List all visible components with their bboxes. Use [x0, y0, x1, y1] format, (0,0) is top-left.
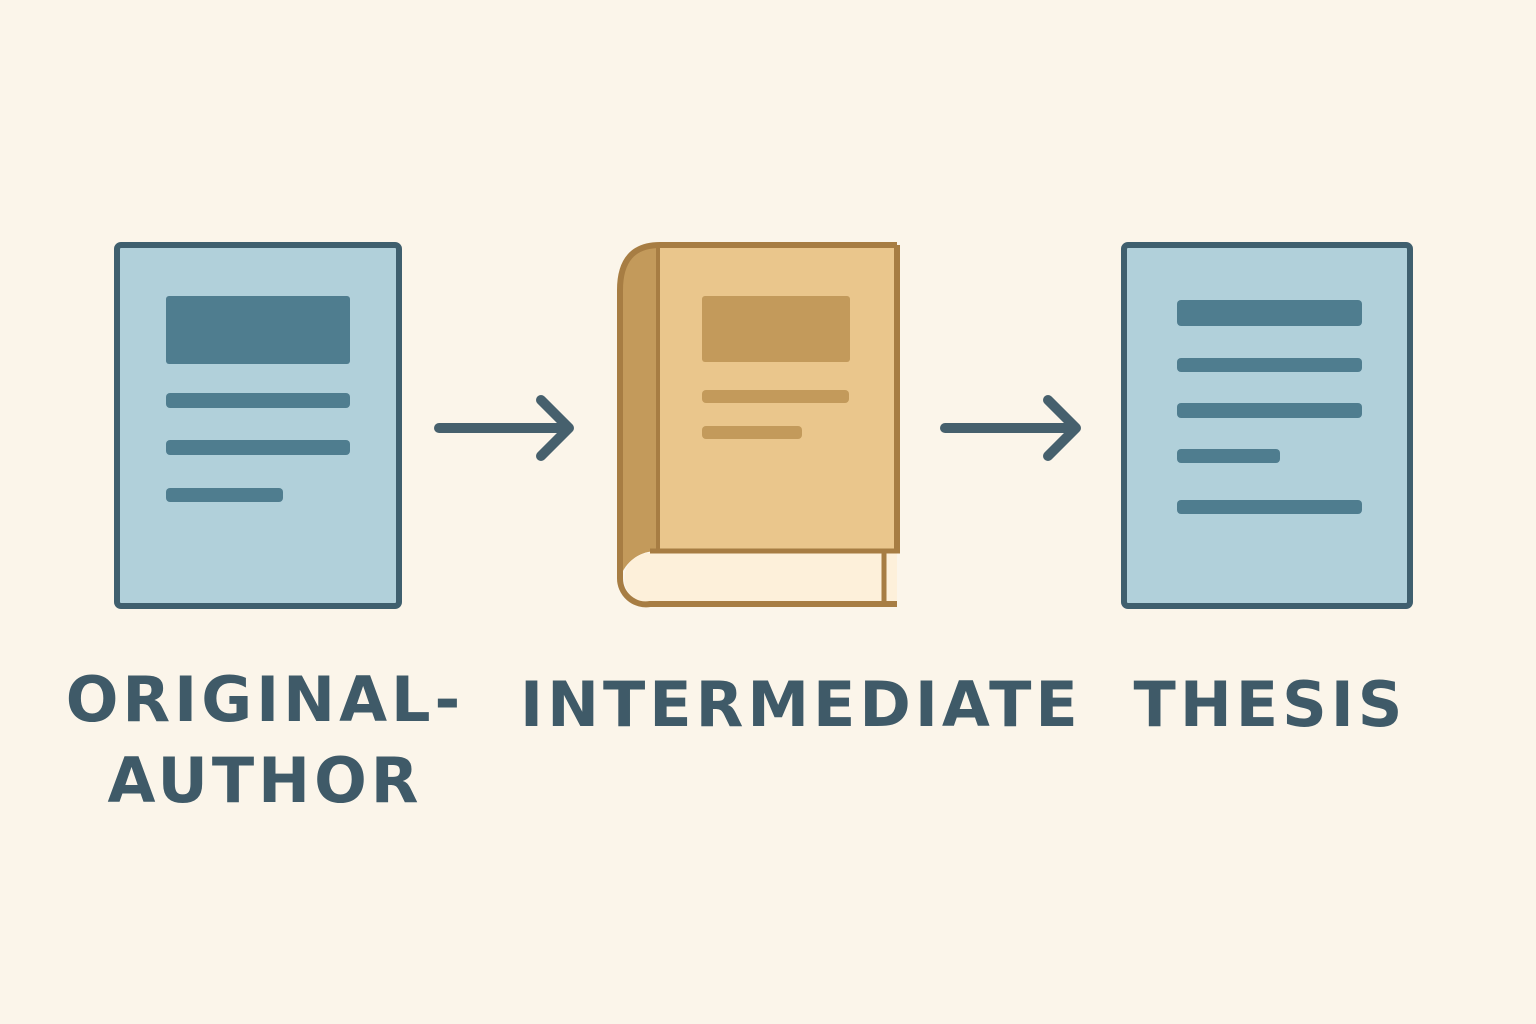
arrow-head: [536, 395, 574, 461]
intermediate-book-icon: [616, 242, 900, 608]
label-line: AUTHOR: [107, 743, 423, 817]
original-author-document-icon: [114, 242, 402, 609]
arrow-original-to-intermediate: [434, 395, 574, 461]
node-label-thesis: THESIS: [1110, 665, 1430, 746]
thesis-document-icon: [1121, 242, 1413, 609]
document-text-line: [166, 393, 350, 408]
book-text-line: [702, 426, 802, 439]
book-cover: [620, 245, 897, 578]
label-line: THESIS: [1133, 668, 1407, 741]
arrow-head: [1043, 395, 1081, 461]
document-text-line: [166, 488, 283, 502]
label-line: INTERMEDIATE: [520, 668, 1082, 741]
document-text-line: [166, 440, 350, 455]
arrow-intermediate-to-thesis: [940, 395, 1081, 461]
document-text-line: [1177, 500, 1362, 514]
book-title-block: [702, 296, 850, 362]
document-text-line: [1177, 300, 1362, 326]
label-line: ORIGINAL-: [65, 663, 465, 736]
node-label-original-author: ORIGINAL- AUTHOR: [60, 660, 470, 821]
document-text-line: [1177, 358, 1362, 372]
book-spine: [620, 245, 660, 578]
document-title-block: [166, 296, 350, 364]
document-page: [1121, 242, 1413, 609]
document-text-line: [1177, 403, 1362, 418]
node-label-intermediate: INTERMEDIATE: [520, 665, 1082, 746]
book-outline: [616, 242, 897, 608]
book-text-line: [702, 390, 849, 403]
book-pages: [624, 553, 897, 604]
document-text-line: [1177, 449, 1280, 463]
